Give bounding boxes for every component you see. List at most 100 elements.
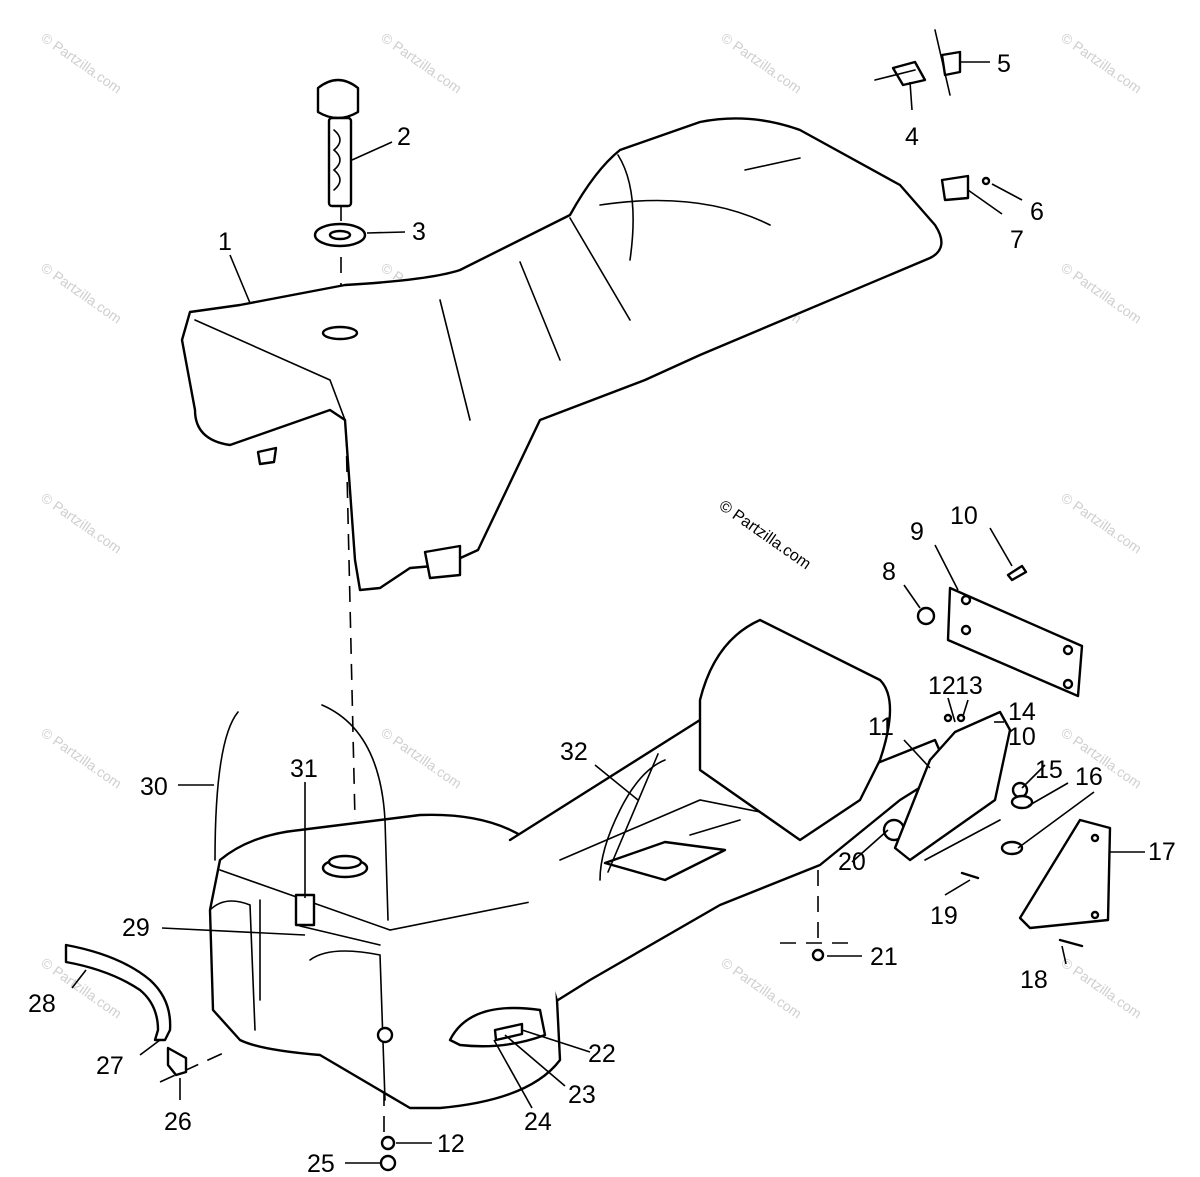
leader-lines [71,61,1145,1164]
tank-fill-opening [327,854,363,870]
rivet [981,176,991,186]
clip-line [874,69,916,81]
callout-label: 20 [838,848,866,876]
watermark-text: © Partzilla.com [1058,489,1144,556]
hose-fitting [166,1046,188,1077]
watermark-text: © Partzilla.com [378,29,464,96]
callout-label: 11 [868,713,894,741]
tail-bracket [893,710,1034,880]
callout-label: 4 [905,123,919,151]
leader-line [366,231,406,234]
leader-line [1017,791,1095,849]
callout-label: 18 [1020,966,1048,994]
fill-hole [321,325,359,341]
harness [599,759,666,881]
tab-strap [934,29,951,96]
fitting-axis-line [159,1049,231,1083]
callout-label: 25 [307,1150,335,1177]
callout-label: 28 [28,990,56,1018]
leader-line [909,81,913,111]
callout-label: 6 [1030,198,1044,226]
lamp-lens [1010,794,1034,810]
plate-bracket [916,564,1084,698]
bolt-head [811,948,825,962]
leader-line [934,544,959,591]
watermark-text: © Partzilla.com [718,29,804,96]
gasket-hole [328,229,352,241]
bolt [1058,938,1084,948]
plate-hole [960,594,972,606]
callout-label: 7 [1010,226,1024,254]
callout-label: 1 [218,228,232,256]
leader-line [947,697,956,723]
leader-line [1061,945,1067,965]
watermark-text: © Partzilla.com [718,954,804,1021]
callout-label: 16 [1075,763,1103,791]
tank-panel [209,900,256,1031]
leader-line [851,829,889,863]
leader-line [903,739,931,769]
drain-plug [379,1154,397,1172]
callout-label: 29 [122,914,150,942]
leader-line [991,183,1023,201]
callout-label: 19 [930,902,958,930]
plate-hole [1062,678,1074,690]
seat-bracket [423,544,462,580]
tank-bracket [294,893,316,927]
fuel-line [321,704,389,921]
tank-recess [448,1006,547,1048]
gasket [313,222,367,248]
seat-body [180,117,943,592]
clip-plate [891,60,927,87]
callout-label: 27 [96,1052,124,1080]
callout-label: 24 [524,1108,552,1136]
watermark-text: © Partzilla.com [1058,954,1144,1021]
callout-label: 12 [437,1130,465,1158]
leader-line [229,254,251,304]
leader-line [967,189,1003,215]
drain-boss [376,1026,394,1044]
watermark-text: © Partzilla.com [38,724,124,791]
leader-line [351,141,393,161]
rivet [956,713,966,723]
chassis [508,618,950,1002]
leader-line [903,584,921,609]
tank-edge [219,869,541,931]
callout-label: 32 [560,738,588,766]
callout-label: 10 [1008,723,1036,751]
rivet [943,713,953,723]
seat-rib [617,154,634,261]
hole [1090,833,1100,843]
callout-label: 22 [588,1040,616,1068]
watermark-text: © Partzilla.com [38,489,124,556]
screw [1006,564,1028,582]
gauge-float [332,129,341,191]
callout-label: 13 [955,672,983,700]
callout-label: 14 [1008,698,1036,726]
seat-rib [519,261,561,361]
screw [960,871,980,880]
tank-panel [309,950,386,1101]
watermark-text: © Partzilla.com [378,724,464,791]
seat-rib [569,217,631,321]
leader-line [504,1034,566,1087]
watermark-text: © Partzilla.com [1058,259,1144,326]
rear-seat-block [698,618,892,842]
seat-edge [194,319,346,421]
petcock [493,1022,524,1042]
callout-labels: 2 3 1 4 5 6 7 8 9 10 11 12 13 14 10 15 1… [28,50,1176,1177]
lamp-lens [1000,840,1024,856]
callout-label: 15 [1035,756,1063,784]
callout-label: 23 [568,1081,596,1109]
leader-line [493,1039,533,1109]
seat-rib [744,157,801,171]
fuel-cap [316,78,360,208]
watermark-text: © Partzilla.com [1058,29,1144,96]
hole [1090,910,1100,920]
plate [946,586,1084,698]
harness-edge [607,753,659,873]
copyright-text: © Partzilla.com [716,497,814,573]
seat-tab [934,29,962,96]
seat-rib [439,299,471,421]
